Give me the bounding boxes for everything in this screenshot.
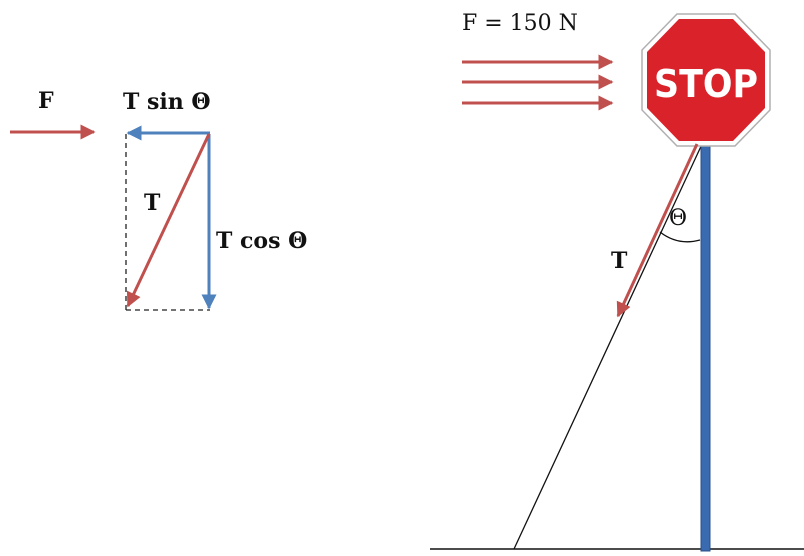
sign-pole <box>700 139 711 552</box>
tension-label-left: T <box>144 190 161 216</box>
vector-decomposition: F T sin Θ T cos Θ T <box>10 88 307 311</box>
angle-label: Θ <box>669 206 687 231</box>
stop-sign-scene: F = 150 N STOP T Θ <box>430 11 804 552</box>
guy-wire <box>513 141 704 550</box>
tension-arrow-left <box>126 133 211 308</box>
tension-arrow-right <box>616 143 699 318</box>
force-label-right: F = 150 N <box>462 11 578 36</box>
stop-sign: STOP <box>641 13 771 147</box>
angle-arc <box>659 231 701 243</box>
tension-label-right: T <box>611 248 628 274</box>
stop-sign-text: STOP <box>654 62 758 106</box>
stop-sign-face <box>647 19 765 141</box>
t-sin-label: T sin Θ <box>123 89 211 115</box>
force-label-left: F <box>38 88 54 114</box>
t-cos-label: T cos Θ <box>216 228 307 254</box>
